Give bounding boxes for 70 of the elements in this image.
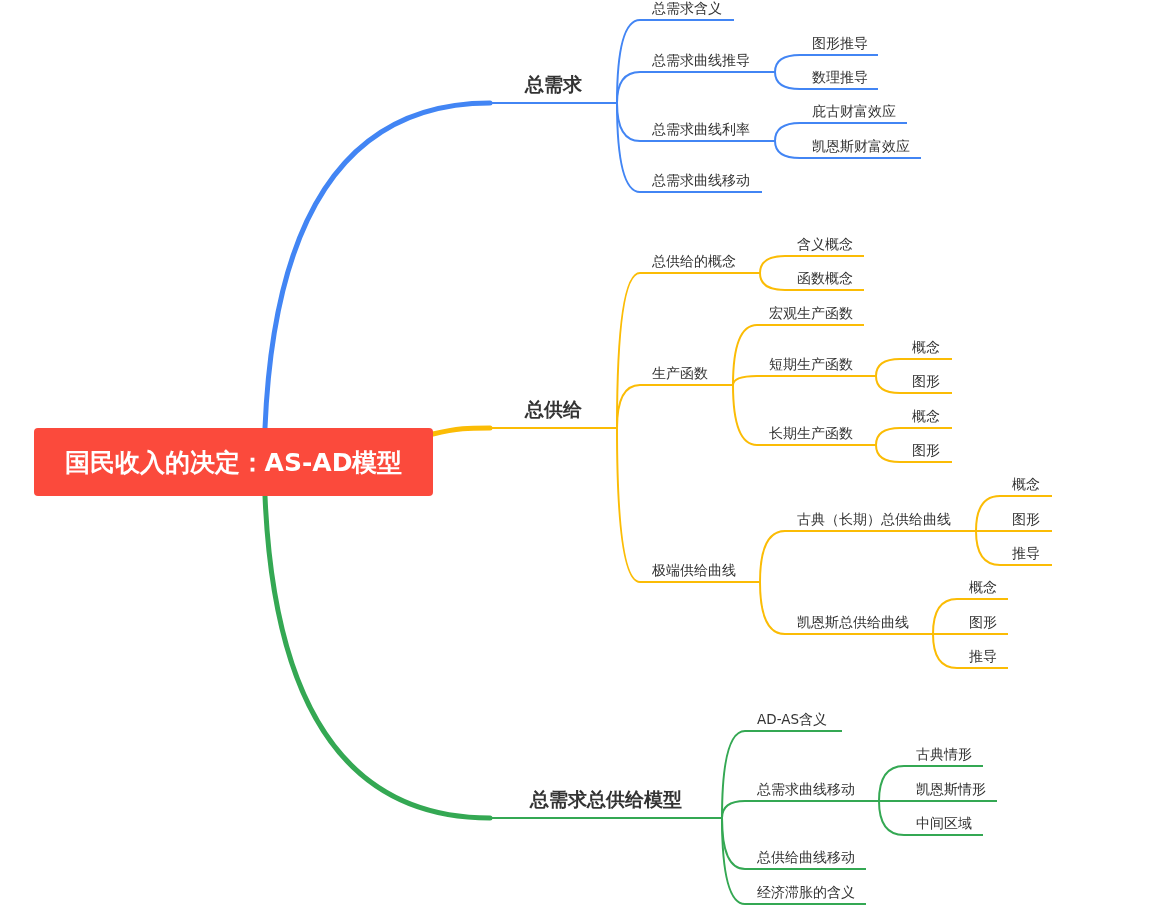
subtopic: 推导 [1000,545,1052,566]
subtopic: 图形推导 [800,35,878,56]
main-topic: 总供给 [490,397,617,429]
branch-line [616,384,641,429]
subtopic: 概念 [1000,476,1052,497]
branch-line [878,800,905,802]
subtopic: 总需求曲线移动 [745,781,879,802]
subtopic: 古典（长期）总供给曲线 [785,511,976,532]
main-topic: 总需求 [490,72,617,104]
branch-line [774,122,801,142]
branch-line [759,255,786,274]
branch-line [875,358,901,377]
subtopic: 总需求曲线移动 [640,172,762,193]
branch-line [875,375,901,394]
subtopic: 图形 [900,373,952,394]
branch-line [774,54,801,73]
branch-line [774,140,801,159]
subtopic: 总需求曲线利率 [640,121,775,142]
subtopic: 庇古财富效应 [800,103,907,124]
branch-line [875,427,901,446]
branch-line [721,817,746,905]
subtopic: 古典情形 [904,746,983,767]
subtopic: AD-AS含义 [745,711,842,732]
subtopic: 宏观生产函数 [757,305,864,326]
subtopic: 短期生产函数 [757,356,876,377]
subtopic: 生产函数 [640,365,733,386]
branch-line [774,71,801,90]
branch-line [878,765,905,802]
branch-line [721,800,746,819]
subtopic: 凯恩斯总供给曲线 [785,614,933,635]
branch-line [732,384,758,446]
subtopic: 总供给曲线移动 [745,849,866,870]
branch-line [616,71,641,104]
subtopic: 凯恩斯情形 [904,781,997,802]
subtopic: 含义概念 [785,236,864,257]
subtopic: 推导 [957,648,1008,669]
subtopic: 数理推导 [800,69,878,90]
branch-line [616,427,641,583]
branch-line [932,633,958,669]
branch-line [975,495,1001,532]
branch-line [759,272,786,291]
subtopic: 总供给的概念 [640,253,760,274]
subtopic: 图形 [900,442,952,463]
subtopic: 概念 [957,579,1008,600]
branch-line [759,530,786,583]
branch-line [732,375,758,386]
subtopic: 总需求曲线推导 [640,52,775,73]
main-topic: 总需求总供给模型 [490,787,722,819]
main-branch-line [262,100,493,431]
subtopic: 总需求含义 [640,0,734,21]
main-branch-line [262,493,493,821]
branch-line [975,530,1001,532]
branch-line [932,633,958,635]
subtopic: 中间区域 [904,815,983,836]
branch-line [616,102,641,193]
branch-line [878,800,905,836]
subtopic: 概念 [900,408,952,429]
central-topic-box: 国民收入的决定：AS-AD模型 [34,428,433,496]
subtopic: 长期生产函数 [757,425,876,446]
subtopic: 极端供给曲线 [640,562,760,583]
subtopic: 图形 [1000,511,1052,532]
subtopic: 凯恩斯财富效应 [800,138,921,159]
subtopic: 函数概念 [785,270,864,291]
subtopic: 图形 [957,614,1008,635]
branch-line [875,444,901,463]
subtopic: 经济滞胀的含义 [745,884,866,905]
branch-line [932,598,958,635]
branch-line [759,581,786,635]
branch-line [975,530,1001,566]
subtopic: 概念 [900,339,952,360]
